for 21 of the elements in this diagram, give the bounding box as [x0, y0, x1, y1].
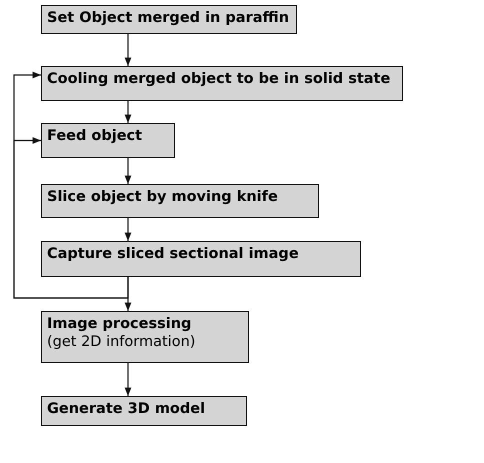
arrow — [124, 34, 132, 66]
arrow — [124, 158, 132, 184]
process-box — [41, 396, 247, 426]
process-box — [41, 123, 175, 158]
process-box — [41, 66, 403, 101]
step-label: Image processing — [47, 315, 192, 334]
process-box — [41, 5, 297, 34]
step-label: Feed object — [47, 127, 144, 146]
step-note: (get 2D information) — [47, 333, 196, 352]
step-label: Slice object by moving knife — [47, 188, 279, 206]
process-box — [41, 311, 249, 363]
step-label: Set Object merged in paraffin — [47, 9, 290, 28]
arrow — [13, 137, 129, 299]
step-label: Cooling merged object to be in solid state — [47, 70, 392, 88]
step-label: Capture sliced sectional image — [47, 245, 300, 264]
arrow — [124, 218, 132, 241]
arrow — [124, 363, 132, 396]
arrow — [124, 101, 132, 123]
process-box — [41, 241, 361, 277]
process-box — [41, 184, 319, 218]
step-label: Generate 3D model — [47, 400, 206, 418]
